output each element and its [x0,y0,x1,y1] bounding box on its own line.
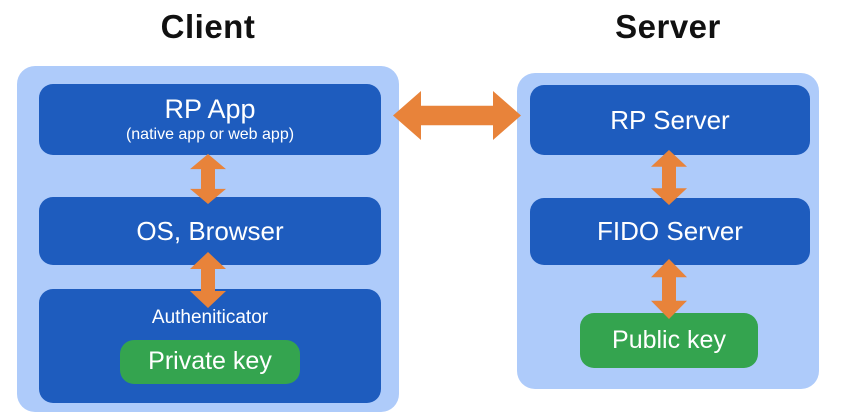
double-arrow-icon-rp-server-fido-server [651,150,687,205]
private-key-label: Private key [148,347,272,376]
rp-app-label: RP App [164,93,256,124]
public-key-label: Public key [612,326,726,354]
rp-app-sublabel: (native app or web app) [125,126,295,144]
public-key-box: Public key [580,313,758,368]
authenticator-label: Autheniticator [151,307,269,328]
fido-server-box: FIDO Server [530,198,810,265]
rp-app-box: RP App (native app or web app) [39,84,381,155]
private-key-box: Private key [120,339,300,384]
double-arrow-icon-rp-app-os-browser [190,154,226,204]
rp-server-box: RP Server [530,85,810,155]
server-container: RP Server FIDO Server Public key [517,73,819,389]
double-arrow-icon-rp-app-rp-server [393,91,521,140]
rp-server-label: RP Server [610,104,730,135]
os-browser-box: OS, Browser [39,197,381,265]
authenticator-box: Autheniticator Private key [39,289,381,403]
server-column-title: Server [615,8,721,45]
client-column-title: Client [160,8,256,45]
double-arrow-icon-fido-server-public-key [651,259,687,319]
fido-server-label: FIDO Server [597,216,743,247]
double-arrow-icon-os-browser-authenticator [190,252,226,308]
client-container: RP App (native app or web app) OS, Brows… [17,66,399,412]
os-browser-label: OS, Browser [136,215,284,246]
